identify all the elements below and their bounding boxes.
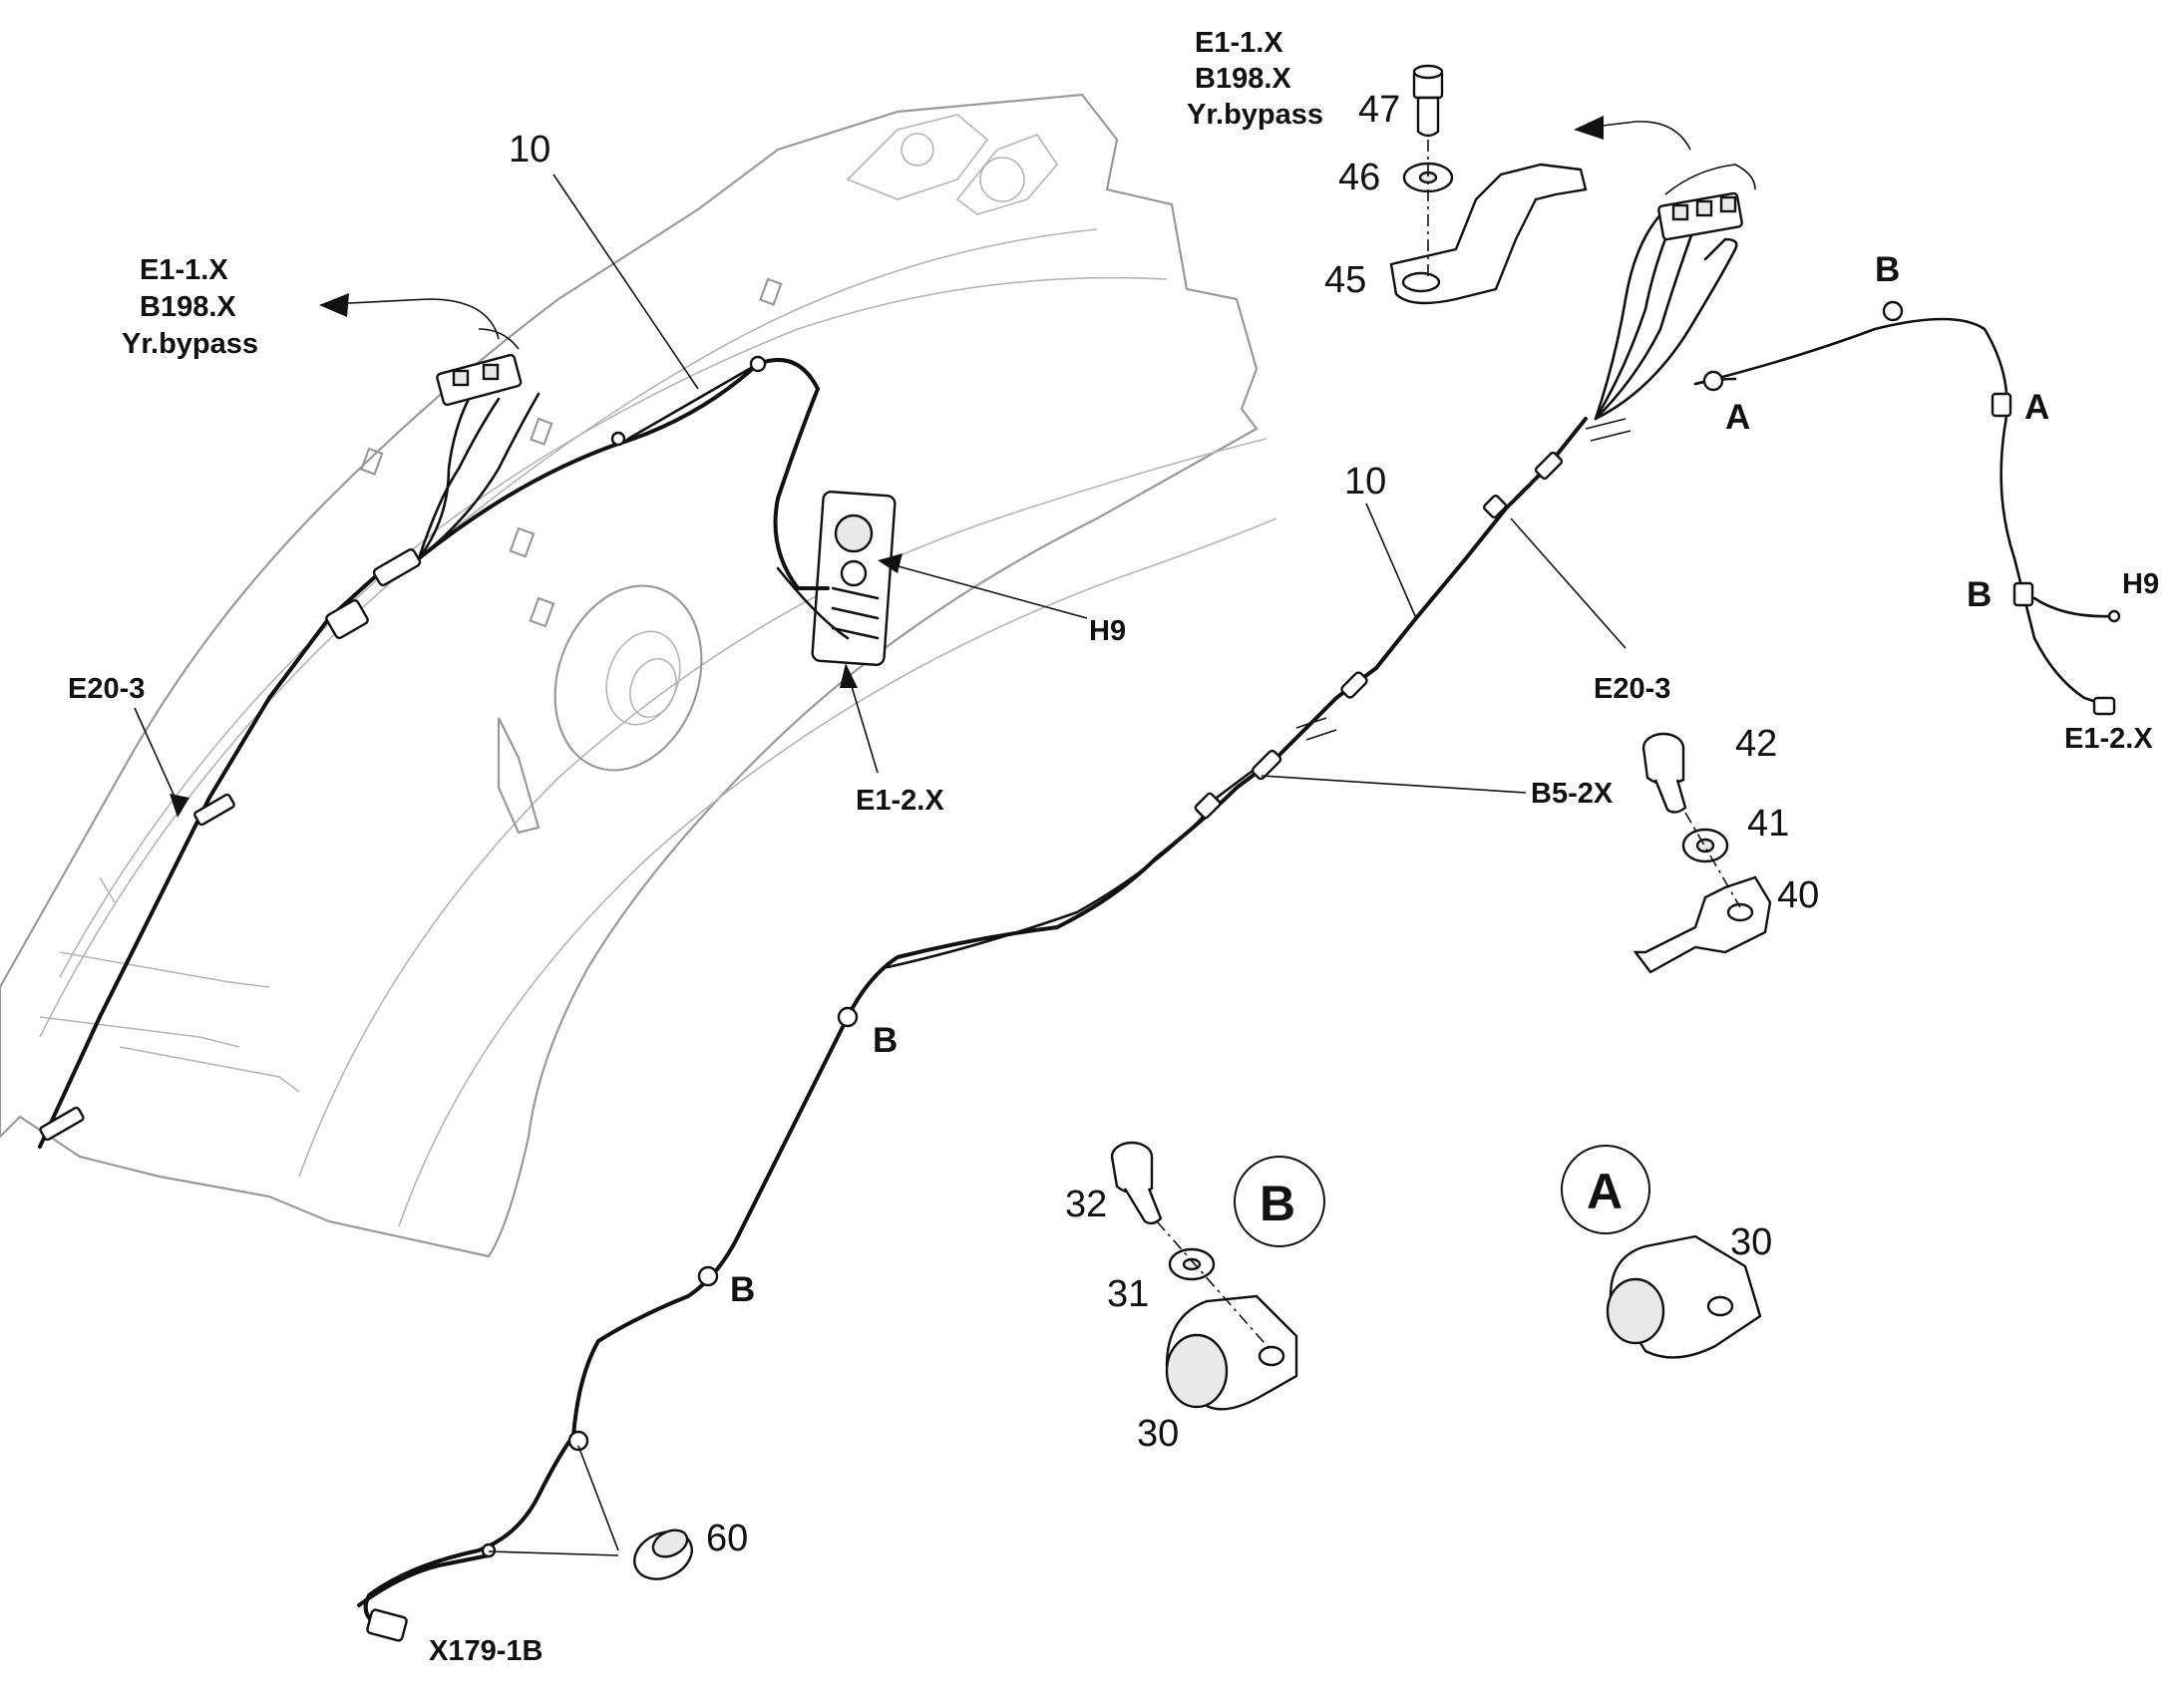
part-45-label: 45 <box>1324 259 1366 301</box>
e20-label-left: E20-3 <box>68 673 145 705</box>
left-harness <box>38 353 850 1149</box>
detail-a-circle <box>1561 1145 1650 1234</box>
detail-a-label: A <box>1587 1164 1623 1219</box>
part-31-label: 31 <box>1107 1273 1149 1315</box>
part-42-label: 42 <box>1735 723 1777 765</box>
e20-label-right: E20-3 <box>1594 673 1670 705</box>
part-32-bolt <box>1110 1141 1163 1225</box>
clip-b-mid-label: B <box>873 1021 898 1060</box>
harness-label-left: 10 <box>509 129 550 171</box>
e12-label-left: E1-2.X <box>856 785 944 817</box>
boom-structure <box>0 93 1277 1258</box>
harness-label-right: 10 <box>1344 461 1386 503</box>
detail-b-label: B <box>1260 1176 1295 1231</box>
part-30-clamp-a <box>1606 1234 1762 1359</box>
clip-a-top-label: A <box>1725 398 1750 437</box>
left-connector-block <box>436 353 523 407</box>
right-connector-block <box>1657 191 1743 241</box>
clip-b-low-label: B <box>730 1270 755 1309</box>
part-32-label: 32 <box>1065 1184 1107 1225</box>
clip-a-right-label: A <box>2024 388 2049 427</box>
top-right-connector-e11: E1-1.X <box>1195 27 1283 59</box>
clip-b-right-label: B <box>1967 575 1992 614</box>
part-60-grommet <box>633 1529 693 1580</box>
clip-b-top-label: B <box>1875 250 1900 289</box>
part-47-bolt <box>1412 64 1444 138</box>
top-left-connector-yrbypass: Yr.bypass <box>122 328 258 360</box>
h9-label-left: H9 <box>1089 615 1126 647</box>
h9-label-right: H9 <box>2122 568 2159 600</box>
top-right-connector-yrbypass: Yr.bypass <box>1187 99 1323 131</box>
routing-arrows <box>319 116 1756 350</box>
top-right-connector-b198: B198.X <box>1195 63 1291 95</box>
top-left-connector-e11: E1-1.X <box>140 254 228 286</box>
top-left-connector-b198: B198.X <box>140 291 236 323</box>
detail-b-circle <box>1234 1156 1325 1247</box>
part-60-label: 60 <box>706 1518 748 1559</box>
labels: E1-1.X B198.X Yr.bypass E1-1.X B198.X Yr… <box>68 27 2159 1667</box>
leader-lines <box>134 173 1627 1556</box>
hardware-parts <box>633 64 1772 1580</box>
part-42-bolt <box>1641 732 1687 814</box>
main-harness <box>357 191 2121 1642</box>
b52x-label: B5-2X <box>1531 778 1614 810</box>
part-30-b-label: 30 <box>1137 1413 1179 1455</box>
part-47-label: 47 <box>1358 89 1400 131</box>
part-40-label: 40 <box>1777 874 1819 916</box>
part-30-clamp-b <box>1165 1294 1298 1411</box>
x179-label: X179-1B <box>429 1635 543 1667</box>
part-40-bracket <box>1633 875 1772 974</box>
e12-label-right: E1-2.X <box>2064 723 2153 755</box>
part-46-label: 46 <box>1338 157 1380 198</box>
part-41-label: 41 <box>1747 803 1789 845</box>
part-45-bracket <box>1389 163 1588 305</box>
part-30-a-label: 30 <box>1730 1221 1772 1263</box>
